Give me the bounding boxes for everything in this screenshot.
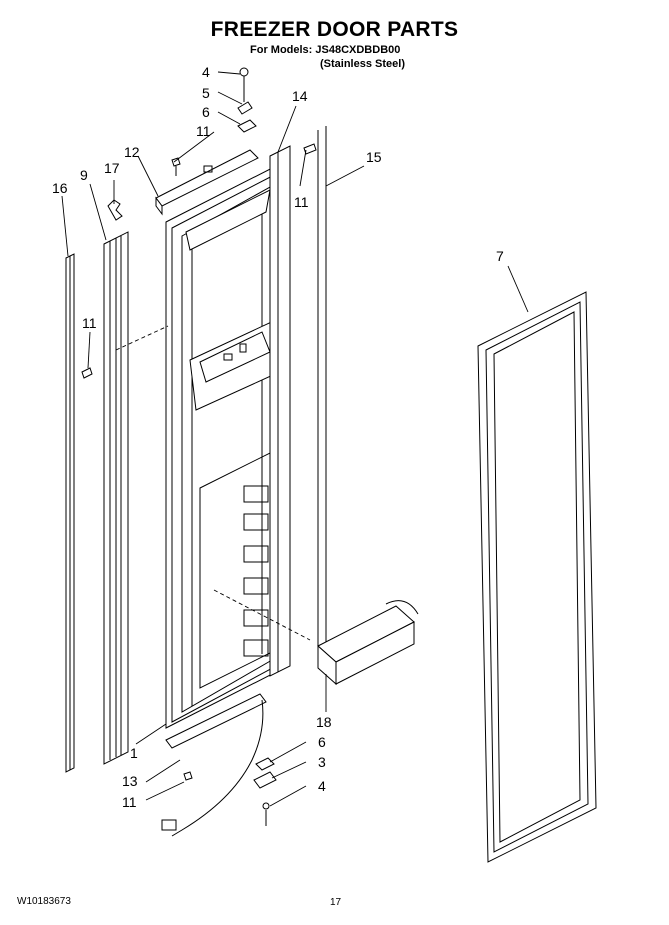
part-1-door-frame xyxy=(165,161,285,729)
page-title: FREEZER DOOR PARTS xyxy=(210,18,459,41)
callout-3: 3 xyxy=(318,754,326,770)
document-number: W10183673 xyxy=(17,896,71,907)
callout-18: 18 xyxy=(316,714,332,730)
part-6-top-bushing xyxy=(237,119,257,133)
part-15-vertical-strip xyxy=(317,126,327,648)
callout-14: 14 xyxy=(292,88,308,104)
finish-line: (Stainless Steel) xyxy=(320,58,405,70)
callout-15: 15 xyxy=(366,149,382,165)
callout-9: 9 xyxy=(80,167,88,183)
callout-4-top: 4 xyxy=(202,64,210,80)
callout-6-bottom: 6 xyxy=(318,734,326,750)
callout-13: 13 xyxy=(122,773,138,789)
part-13-bottom-bracket xyxy=(165,693,267,749)
callout-4-bottom: 4 xyxy=(318,778,326,794)
callout-11-left: 11 xyxy=(82,315,97,331)
part-4-top-screw xyxy=(239,67,249,77)
callout-7: 7 xyxy=(496,248,504,264)
part-18-door-bin xyxy=(317,600,419,686)
part-11-screw-bottom xyxy=(183,771,193,781)
part-6-bottom-bushing xyxy=(255,757,275,771)
part-4-bottom-screw xyxy=(262,802,270,826)
callout-16: 16 xyxy=(52,180,68,196)
callout-5: 5 xyxy=(202,85,210,101)
part-17-clip xyxy=(107,199,123,221)
part-9-door-trim xyxy=(103,231,129,765)
models-line: For Models: JS48CXDBDB00 xyxy=(250,44,401,56)
part-3-bottom-hinge xyxy=(253,771,277,789)
callout-12: 12 xyxy=(124,144,140,160)
callout-11-right: 11 xyxy=(294,194,309,210)
part-7-door-gasket xyxy=(477,291,597,863)
part-14-side-channel xyxy=(269,145,291,677)
part-5-top-hinge-pin xyxy=(237,76,253,115)
callout-6-top: 6 xyxy=(202,104,210,120)
part-11-screw-left xyxy=(81,367,93,379)
callout-17: 17 xyxy=(104,160,120,176)
part-12-top-bracket xyxy=(155,149,259,216)
page-number: 17 xyxy=(330,897,342,908)
part-16-trim-strip xyxy=(65,253,75,773)
wire-harness xyxy=(161,699,264,837)
part-11-screw-top xyxy=(171,157,181,176)
leader-lines xyxy=(61,71,529,807)
callout-1: 1 xyxy=(130,745,138,761)
callout-11-top: 11 xyxy=(196,123,211,139)
callout-11-bottom: 11 xyxy=(122,794,137,810)
